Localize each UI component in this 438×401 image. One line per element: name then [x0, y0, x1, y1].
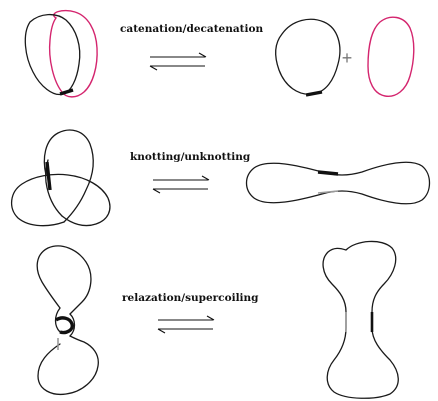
supercoil-bottom-lobe [38, 336, 98, 394]
unknotted-loop [247, 162, 430, 204]
supercoil-top-lobe [37, 246, 91, 314]
relaxed-loop [323, 241, 398, 398]
plus-sign: + [342, 48, 353, 68]
supercoiled-ring [37, 246, 98, 394]
relaxed-ring [323, 241, 398, 398]
enzyme-segment-2 [306, 92, 322, 95]
catenation-arrows [150, 53, 206, 70]
knot-lobe-left [12, 174, 110, 225]
enzyme-segment-3 [47, 162, 50, 190]
trefoil-knot [12, 130, 110, 226]
catenated-rings [25, 11, 97, 97]
knot-lobe-top [44, 130, 93, 222]
pink-ring-free [368, 17, 414, 96]
enzyme-segment-1 [60, 90, 73, 94]
enzyme-segment-5 [318, 191, 338, 193]
enzyme-segment-4 [318, 172, 338, 174]
relaxation-arrows [158, 316, 214, 333]
black-ring-free [276, 19, 340, 94]
knotting-arrows [153, 176, 209, 193]
unknotted-ring [247, 162, 430, 204]
